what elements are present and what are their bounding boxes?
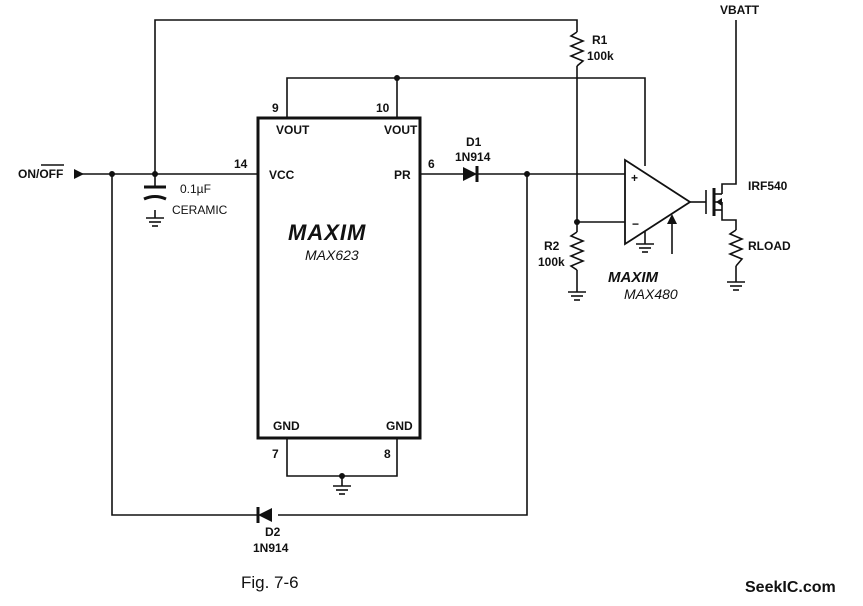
diode-d1: D1 1N914 [455,135,491,182]
cap-type: CERAMIC [172,203,228,217]
pin-gnd-left: GND [273,419,300,433]
pin-number-9: 9 [272,101,279,115]
d2-part: 1N914 [253,541,289,555]
r2-ref: R2 [544,239,560,253]
wire-source-rload [721,210,737,230]
resistor-r1: R1 100k [568,31,614,67]
junction-dot [394,75,400,81]
input-terminal: ON/OFF [18,164,84,181]
capacitor-c1: 0.1µF CERAMIC [143,182,228,217]
diode-icon [463,167,477,181]
junction-dot [339,473,345,479]
r2-value: 100k [538,255,565,269]
junctions [109,75,580,479]
ground-icon [727,281,745,291]
comp-part-number: MAX480 [624,286,678,302]
r1-ref: R1 [592,33,608,47]
maxim-logo: MAXIM [288,220,366,245]
wire-right-loop [278,174,528,516]
pin-gnd-right: GND [386,419,413,433]
comp-plus: + [631,171,638,185]
d2-ref: D2 [265,525,281,539]
mosfet-irf540: IRF540 [705,179,788,216]
comp-minus: − [632,217,639,231]
ic-body [256,116,422,440]
ic-part-number: MAX623 [305,247,359,263]
comparator-max480: + − MAXIM MAX480 [608,158,692,302]
wire-vout-loop [286,77,646,166]
pin-vout-right: VOUT [384,123,418,137]
pin-number-6: 6 [428,157,435,171]
resistor-icon [568,31,586,67]
resistor-rload: RLOAD [727,229,791,267]
junction-dot [109,171,115,177]
input-label: ON/OFF [18,167,63,181]
d1-ref: D1 [466,135,482,149]
rload-label: RLOAD [748,239,791,253]
junction-dot [524,171,530,177]
wire-gnd-pins [286,438,398,477]
ground-icon [568,291,586,301]
wire-left-loop [111,174,258,516]
mosfet-part: IRF540 [748,179,788,193]
junction-dot [574,219,580,225]
ground-icon [636,243,654,253]
pin-number-14: 14 [234,157,248,171]
wire-top-loop [154,19,578,174]
ground-symbols [146,217,745,495]
ground-icon [333,485,351,495]
vbatt-label: VBATT [720,3,760,17]
capacitor-icon [143,195,167,201]
resistor-r2: R2 100k [538,231,586,271]
pin-vout-left: VOUT [276,123,310,137]
ic-max623: 9 10 14 6 7 8 VOUT VOUT VCC PR GND GND M… [234,101,435,461]
ground-icon [146,217,164,227]
pin-vcc: VCC [269,168,295,182]
pin-pr: PR [394,168,411,182]
resistor-icon [568,231,586,271]
wire-vbatt-drain [721,20,737,194]
figure-caption: Fig. 7-6 [241,573,299,592]
junction-dot [152,171,158,177]
watermark: SeekIC.com [745,579,836,596]
diode-d2: D2 1N914 [253,507,289,555]
d1-part: 1N914 [455,150,491,164]
resistor-icon [727,229,745,267]
diode-icon [258,508,272,522]
maxim-logo-small: MAXIM [608,269,659,286]
pin-number-8: 8 [384,447,391,461]
pin-number-7: 7 [272,447,279,461]
input-arrow-icon [74,169,84,179]
opamp-icon [624,158,692,246]
pin-number-10: 10 [376,101,390,115]
cap-value: 0.1µF [180,182,211,196]
r1-value: 100k [587,49,614,63]
